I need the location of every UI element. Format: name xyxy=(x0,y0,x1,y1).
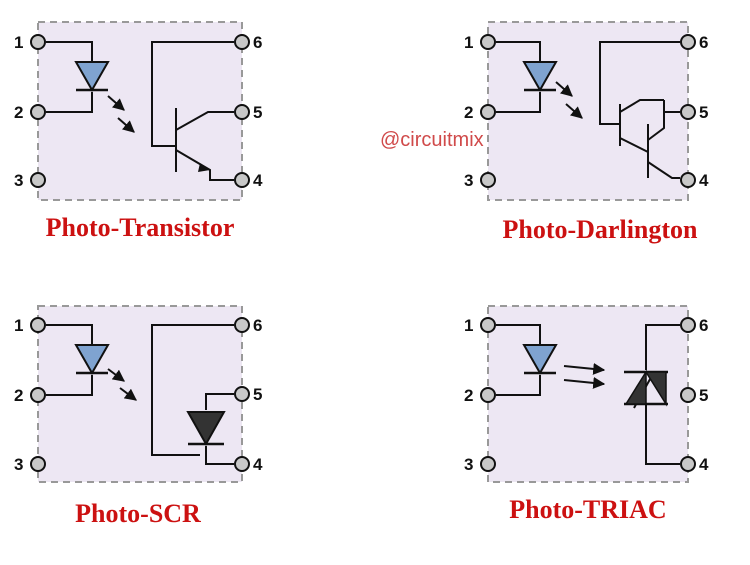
wiring xyxy=(496,41,680,179)
led-symbol xyxy=(74,61,110,93)
pin-label-5: 5 xyxy=(253,385,262,404)
pin-label-3: 3 xyxy=(464,171,473,190)
pin-label-4: 4 xyxy=(253,455,263,474)
caption-photo-transistor: Photo-Transistor xyxy=(46,213,235,242)
panel-photo-transistor: 1 2 3 4 5 6 Photo-Transistor xyxy=(14,21,263,242)
pin-label-2: 2 xyxy=(14,386,23,405)
pin-label-1: 1 xyxy=(464,316,473,335)
pin-label-2: 2 xyxy=(464,103,473,122)
pin-label-6: 6 xyxy=(253,316,262,335)
pin-circles xyxy=(480,317,696,472)
wiring xyxy=(46,324,234,465)
triac-symbol xyxy=(624,369,668,407)
pin-label-3: 3 xyxy=(14,171,23,190)
pin-label-3: 3 xyxy=(14,455,23,474)
caption-photo-scr: Photo-SCR xyxy=(75,499,201,528)
led-symbol xyxy=(522,344,558,376)
pin-label-5: 5 xyxy=(253,103,262,122)
wiring xyxy=(46,41,234,181)
pin-circles xyxy=(30,34,250,188)
led-symbol xyxy=(74,344,110,376)
pin-label-5: 5 xyxy=(699,103,708,122)
caption-photo-triac: Photo-TRIAC xyxy=(509,495,666,524)
pin-circles xyxy=(480,34,696,188)
pin-label-6: 6 xyxy=(699,33,708,52)
pin-label-1: 1 xyxy=(14,33,23,52)
pin-label-6: 6 xyxy=(253,33,262,52)
pin-circles xyxy=(30,317,250,472)
pin-label-2: 2 xyxy=(14,103,23,122)
panel-photo-darlington: 1 2 3 4 5 6 Photo-Darlington xyxy=(464,21,709,244)
pin-label-6: 6 xyxy=(699,316,708,335)
pin-label-4: 4 xyxy=(699,455,709,474)
pin-label-4: 4 xyxy=(253,171,263,190)
pin-label-1: 1 xyxy=(14,316,23,335)
pin-label-2: 2 xyxy=(464,386,473,405)
pin-label-3: 3 xyxy=(464,455,473,474)
scr-symbol xyxy=(186,411,226,447)
caption-photo-darlington: Photo-Darlington xyxy=(503,215,699,244)
pin-label-1: 1 xyxy=(464,33,473,52)
pin-label-4: 4 xyxy=(699,171,709,190)
watermark-text: @circuitmix xyxy=(380,129,484,151)
pin-label-5: 5 xyxy=(699,386,708,405)
emitter-arrow xyxy=(198,163,210,172)
led-symbol xyxy=(522,61,558,93)
panel-photo-scr: 1 2 3 4 5 6 Photo-SCR xyxy=(14,305,263,528)
panel-photo-triac: 1 2 3 4 5 6 Photo-TRIAC xyxy=(464,305,709,524)
